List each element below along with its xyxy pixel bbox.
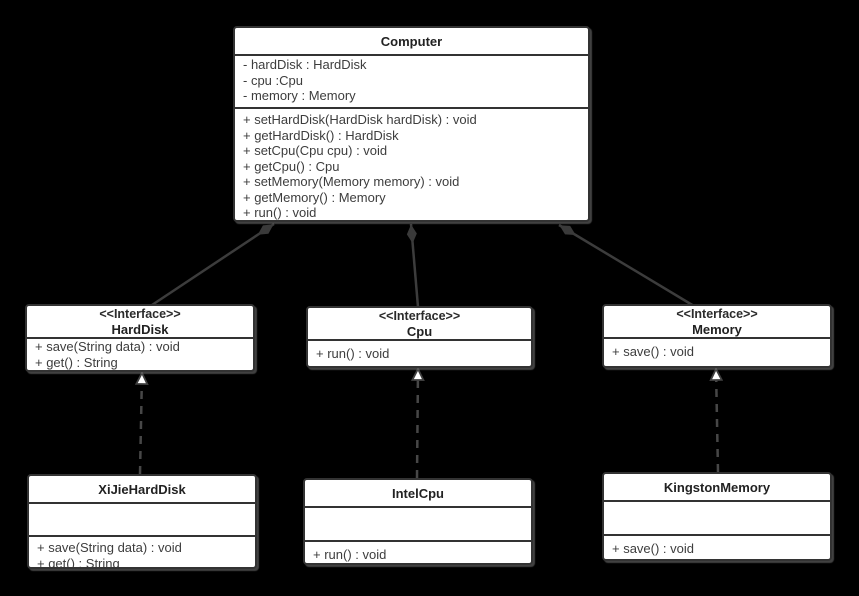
class-kingstonmemory-title: KingstonMemory <box>663 479 771 495</box>
attribute-line: - hardDisk : HardDisk <box>243 57 367 72</box>
relation-xijie-realizes-harddisk[interactable] <box>134 370 149 475</box>
interface-harddisk[interactable]: <<Interface>> HardDisk + save(String dat… <box>25 304 255 372</box>
relation-cpu-to-computer[interactable] <box>406 223 420 308</box>
method-line: + setHardDisk(HardDisk hardDisk) : void <box>243 112 477 127</box>
method-line: + getMemory() : Memory <box>243 189 386 205</box>
class-computer-attributes: - hardDisk : HardDisk- cpu :Cpu- memory … <box>235 54 588 107</box>
interface-name: Cpu <box>406 324 433 339</box>
interface-memory-header: <<Interface>> Memory <box>604 306 830 337</box>
interface-cpu[interactable]: <<Interface>> Cpu + run() : void <box>306 306 533 368</box>
class-kingstonmemory[interactable]: KingstonMemory + save() : void <box>602 472 832 561</box>
class-xijieharddisk-methods: + save(String data) : void+ get() : Stri… <box>29 535 255 567</box>
interface-name: Memory <box>692 322 742 337</box>
method-line: + save() : void <box>612 344 695 359</box>
interface-harddisk-methods: + save(String data) : void+ get() : Stri… <box>27 337 253 370</box>
interface-harddisk-header: <<Interface>> HardDisk <box>27 306 253 337</box>
class-computer[interactable]: Computer - hardDisk : HardDisk- cpu :Cpu… <box>233 26 590 222</box>
interface-cpu-header: <<Interface>> Cpu <box>308 308 531 339</box>
interface-stereotype: <<Interface>> <box>378 309 461 323</box>
relation-memory-to-computer[interactable] <box>558 223 695 308</box>
attribute-line: - memory : Memory <box>243 88 356 103</box>
method-line: + run() : void <box>316 346 390 361</box>
method-line: + getCpu() : Cpu <box>243 158 340 174</box>
method-line: + save() : void <box>612 541 695 556</box>
class-xijieharddisk-title: XiJieHardDisk <box>98 481 186 497</box>
interface-memory-methods: + save() : void <box>604 337 830 366</box>
class-intelcpu-attributes <box>305 506 531 540</box>
class-intelcpu-methods: + run() : void <box>305 540 531 563</box>
relation-harddisk-to-computer[interactable] <box>151 222 275 307</box>
interface-name: HardDisk <box>111 322 169 337</box>
class-intelcpu-title: IntelCpu <box>392 485 444 501</box>
method-line: + getHardDisk() : HardDisk <box>243 127 399 143</box>
method-line: + setCpu(Cpu cpu) : void <box>243 143 388 158</box>
interface-stereotype: <<Interface>> <box>99 307 181 321</box>
method-line: + get() : String <box>35 354 118 370</box>
relation-intel-realizes-cpu[interactable] <box>410 366 425 479</box>
class-intelcpu[interactable]: IntelCpu + run() : void <box>303 478 533 565</box>
method-line: + setMemory(Memory memory) : void <box>243 174 460 189</box>
interface-cpu-methods: + run() : void <box>308 339 531 366</box>
class-kingstonmemory-attributes <box>604 500 830 534</box>
method-line: + save(String data) : void <box>35 339 180 354</box>
relation-kingston-realizes-memory[interactable] <box>709 366 724 473</box>
method-line: + run() : void <box>243 205 317 220</box>
attribute-line: - cpu :Cpu <box>243 72 303 88</box>
method-line: + save(String data) : void <box>37 540 182 555</box>
method-line: + get() : String <box>37 555 120 568</box>
class-xijieharddisk[interactable]: XiJieHardDisk + save(String data) : void… <box>27 474 257 569</box>
class-computer-title: Computer <box>380 33 443 49</box>
class-xijieharddisk-attributes <box>29 502 255 535</box>
method-line: + run() : void <box>313 547 387 562</box>
interface-memory[interactable]: <<Interface>> Memory + save() : void <box>602 304 832 368</box>
class-computer-methods: + setHardDisk(HardDisk hardDisk) : void+… <box>235 107 588 220</box>
interface-stereotype: <<Interface>> <box>676 307 758 321</box>
class-kingstonmemory-methods: + save() : void <box>604 534 830 559</box>
